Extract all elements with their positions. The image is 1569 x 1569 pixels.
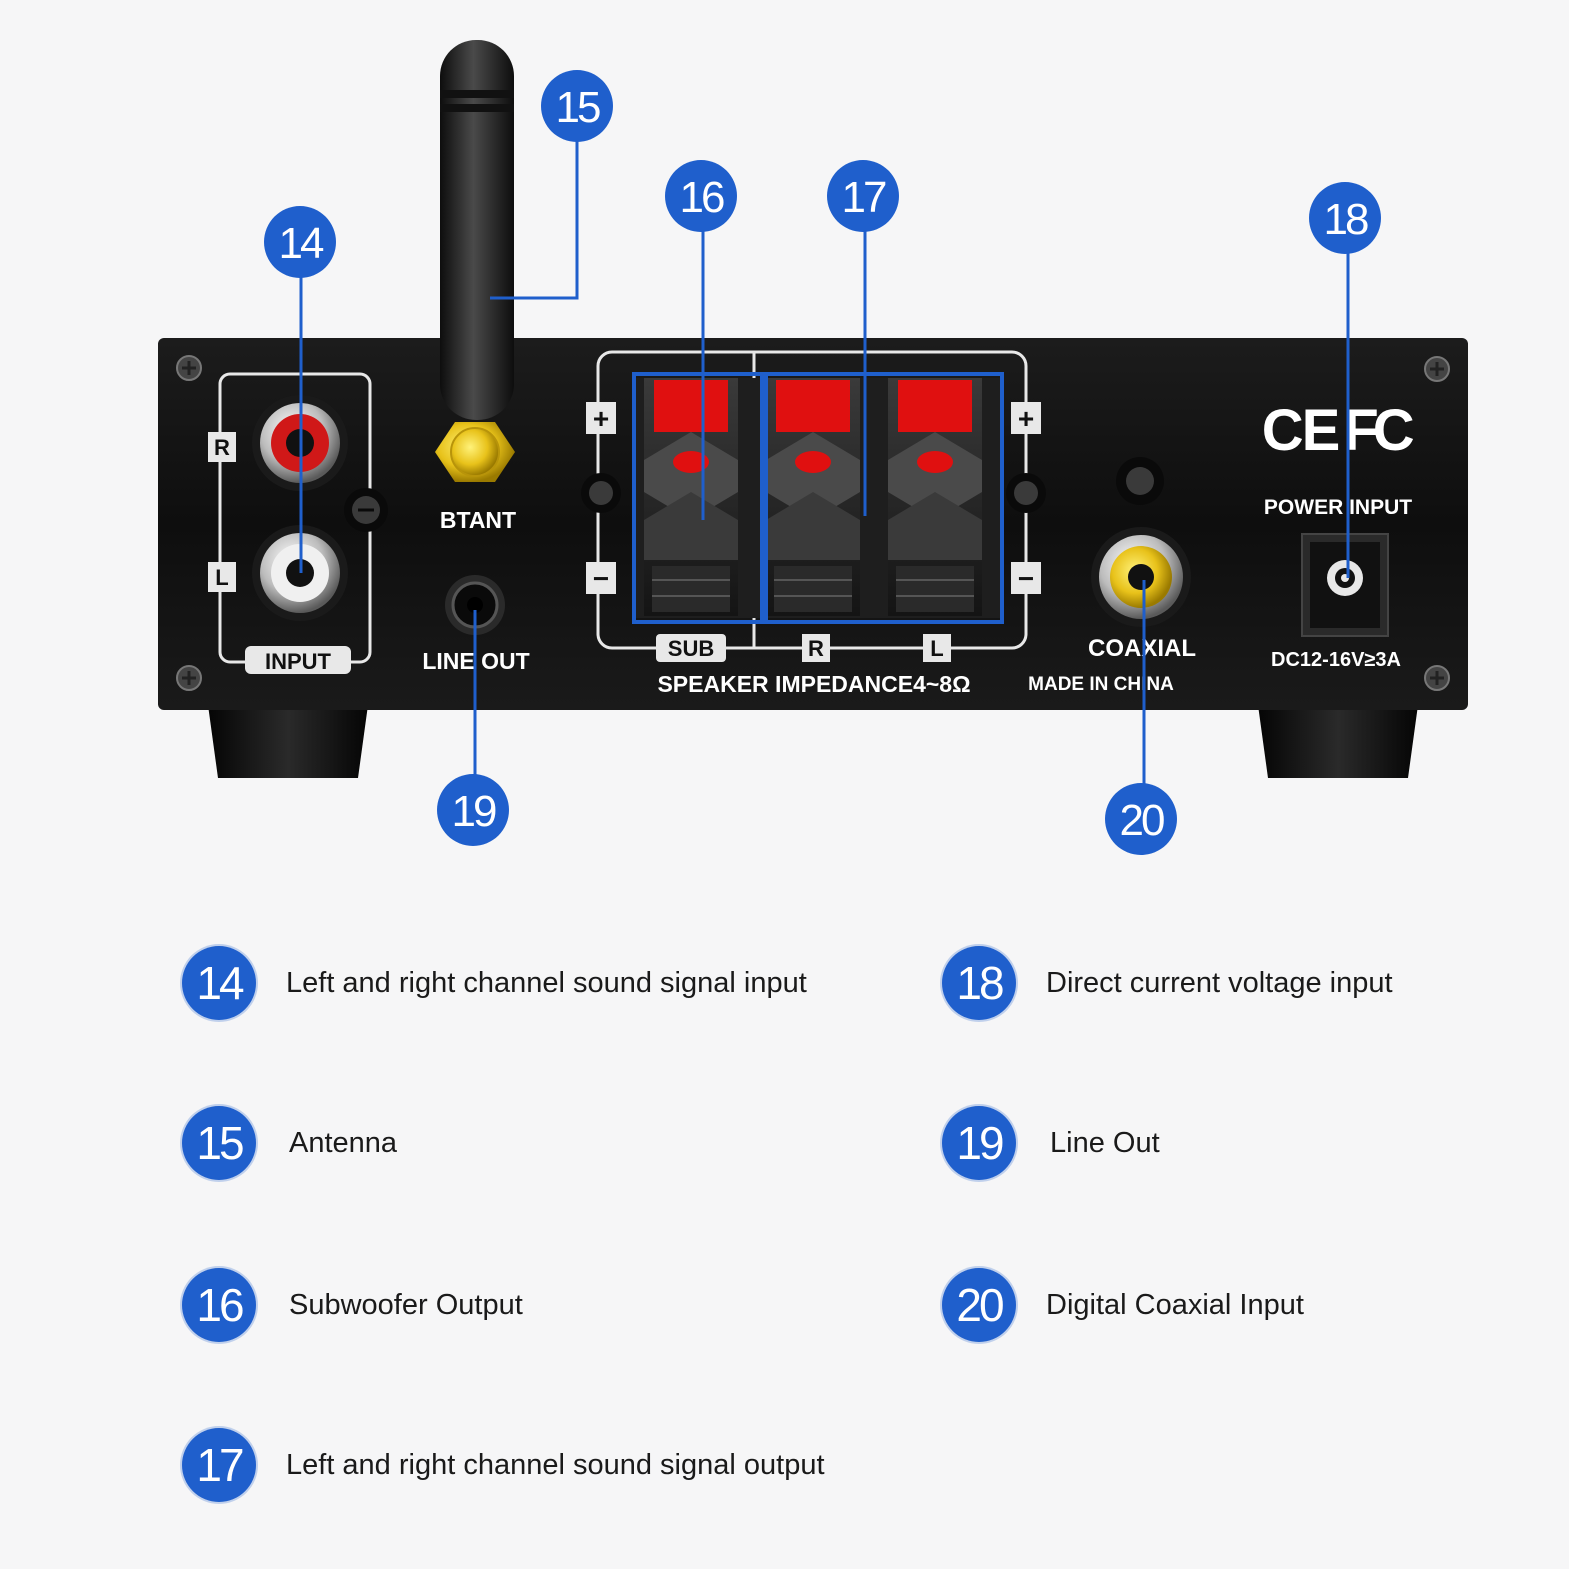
callout-badge-15: 15: [541, 70, 613, 142]
legend-text-19: Line Out: [1050, 1126, 1160, 1159]
callout-leader-lines: [299, 140, 1350, 788]
legend-badge-19: 19: [942, 1106, 1016, 1180]
coaxial-ground-screw: [1116, 457, 1164, 505]
corner-screws: [176, 355, 1450, 691]
left-foot: [208, 705, 368, 778]
callout-badge-18-number: 18: [1324, 195, 1368, 244]
lr-highlight-box: [764, 372, 1004, 624]
legend-badge-18: 18: [942, 946, 1016, 1020]
input-label: INPUT: [265, 649, 332, 674]
minus-right: −: [1018, 563, 1034, 594]
sub-label: SUB: [668, 636, 714, 661]
leader-15: [490, 140, 579, 300]
channel-r-box: [208, 432, 236, 462]
coaxial-label: COAXIAL: [1088, 635, 1196, 662]
speaker-l-box: [923, 634, 951, 662]
callout-badge-14: 14: [264, 206, 336, 278]
legend-badge-14: 14: [182, 946, 256, 1020]
channel-r-label: R: [214, 435, 230, 460]
coaxial-jack[interactable]: [1091, 527, 1191, 627]
callout-badge-16: 16: [665, 160, 737, 232]
callout-badge-15-number: 15: [556, 83, 600, 132]
sub-highlight-box: [632, 372, 764, 624]
callout-badge-19: 19: [437, 774, 509, 846]
speaker-r-box: [802, 634, 830, 662]
legend-item-16: 16 Subwoofer Output: [182, 1265, 523, 1345]
left-speaker-terminal[interactable]: [888, 378, 982, 616]
speaker-impedance-label: SPEAKER IMPEDANCE4~8Ω: [657, 671, 970, 697]
legend-badge-16: 16: [182, 1268, 256, 1342]
right-foot: [1258, 705, 1418, 778]
callout-badge-18: 18: [1309, 182, 1381, 254]
fc-mark: FC: [1343, 398, 1413, 463]
legend-item-20: 20 Digital Coaxial Input: [942, 1265, 1304, 1345]
legend-badge-17: 17: [182, 1428, 256, 1502]
legend-text-15: Antenna: [289, 1126, 398, 1159]
input-label-box: [245, 646, 351, 674]
power-input-label: POWER INPUT: [1264, 496, 1412, 519]
legend-badge-15: 15: [182, 1106, 256, 1180]
callout-badge-14-number: 14: [279, 219, 324, 268]
legend-text-17: Left and right channel sound signal outp…: [286, 1448, 825, 1481]
channel-l-label: L: [215, 565, 228, 590]
legend-badge-20: 20: [942, 1268, 1016, 1342]
callout-badge-19-number: 19: [452, 787, 496, 836]
legend-item-17: 17 Left and right channel sound signal o…: [182, 1425, 825, 1505]
callout-badge-20-number: 20: [1120, 796, 1164, 845]
legend-item-15: 15 Antenna: [182, 1103, 397, 1183]
terminal-side-screws: [581, 473, 1046, 513]
callout-badge-16-number: 16: [680, 173, 724, 222]
legend-text-16: Subwoofer Output: [289, 1288, 523, 1321]
speaker-r-label: R: [808, 636, 824, 661]
plus-minus-markers: + − + −: [586, 402, 1041, 594]
dc-rating-label: DC12-16V≥3A: [1271, 649, 1401, 671]
plus-right: +: [1018, 403, 1034, 434]
btant-label: BTANT: [440, 507, 516, 533]
legend-item-19: 19 Line Out: [942, 1103, 1160, 1183]
right-speaker-terminal[interactable]: [766, 378, 860, 616]
legend-text-14: Left and right channel sound signal inpu…: [286, 966, 807, 999]
callout-badge-20: 20: [1105, 783, 1177, 855]
sub-label-box: [656, 634, 726, 662]
ground-screw: [344, 488, 388, 532]
sub-terminal[interactable]: [644, 378, 738, 616]
ce-mark: CE: [1262, 398, 1339, 463]
legend-text-20: Digital Coaxial Input: [1046, 1288, 1304, 1321]
plus-left: +: [593, 403, 609, 434]
made-in-label: MADE IN CHINA: [1028, 674, 1174, 695]
legend-text-18: Direct current voltage input: [1046, 966, 1393, 999]
legend-item-14: 14 Left and right channel sound signal i…: [182, 943, 807, 1023]
callout-badge-17: 17: [827, 160, 899, 232]
dc-power-jack[interactable]: [1301, 533, 1389, 637]
antenna[interactable]: [435, 40, 515, 482]
callout-badge-17-number: 17: [842, 173, 886, 222]
legend-item-18: 18 Direct current voltage input: [942, 943, 1393, 1023]
speaker-l-label: L: [930, 636, 943, 661]
channel-l-box: [208, 562, 236, 592]
minus-left: −: [593, 563, 609, 594]
